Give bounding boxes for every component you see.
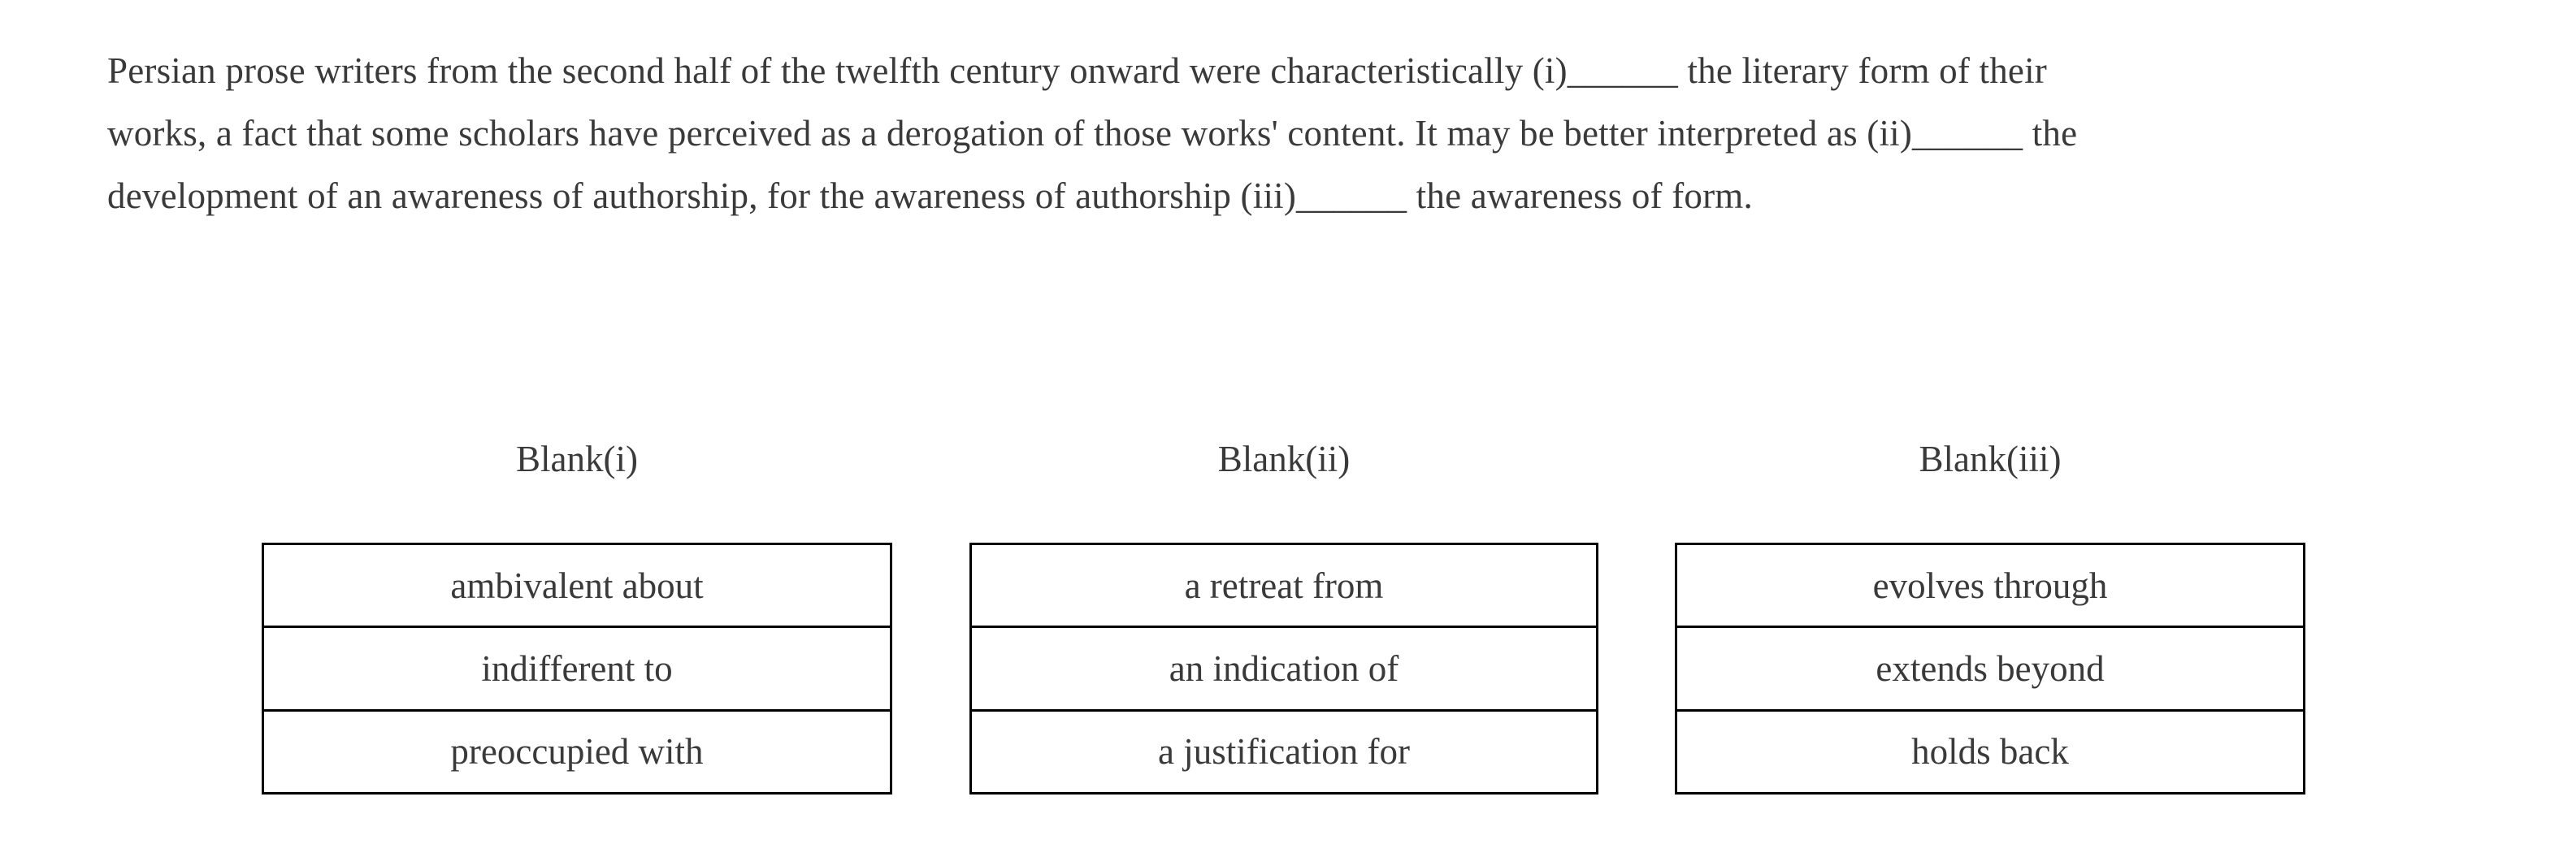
- option-cell-iii-3[interactable]: holds back: [1911, 731, 2069, 773]
- blank-ii-options-table: a retreat from an indication of a justif…: [969, 543, 1598, 795]
- option-cell-iii-1[interactable]: evolves through: [1677, 545, 2303, 629]
- option-cell-iii-2[interactable]: extends beyond: [1677, 628, 2303, 712]
- passage-line-3: development of an awareness of authorshi…: [107, 175, 1753, 216]
- blank-ii-header: Blank(ii): [1217, 439, 1351, 479]
- passage-line-1: Persian prose writers from the second ha…: [107, 50, 2047, 91]
- blank-i-options-table: ambivalent about indifferent to preoccup…: [262, 543, 892, 795]
- blank-column-iii: Blank(iii) evolves through extends beyon…: [1675, 439, 2305, 795]
- passage-line-2: works, a fact that some scholars have pe…: [107, 113, 2078, 154]
- blank-iii-options-table: evolves through extends beyond holds bac…: [1675, 543, 2305, 795]
- option-cell-i-2[interactable]: indifferent to: [264, 628, 890, 712]
- option-cell-ii-1[interactable]: a retreat from: [972, 545, 1596, 629]
- option-cell-i-1[interactable]: ambivalent about: [264, 545, 890, 629]
- option-cell-i-3[interactable]: preoccupied with: [450, 731, 704, 773]
- blank-i-header: Blank(i): [516, 439, 638, 479]
- option-cell-ii-3[interactable]: a justification for: [1158, 731, 1410, 773]
- option-cell-ii-2[interactable]: an indication of: [972, 628, 1596, 712]
- blank-column-i: Blank(i) ambivalent about indifferent to…: [262, 439, 892, 795]
- passage: Persian prose writers from the second ha…: [107, 40, 2464, 227]
- blank-column-ii: Blank(ii) a retreat from an indication o…: [969, 439, 1598, 795]
- blank-iii-header: Blank(iii): [1919, 439, 2062, 479]
